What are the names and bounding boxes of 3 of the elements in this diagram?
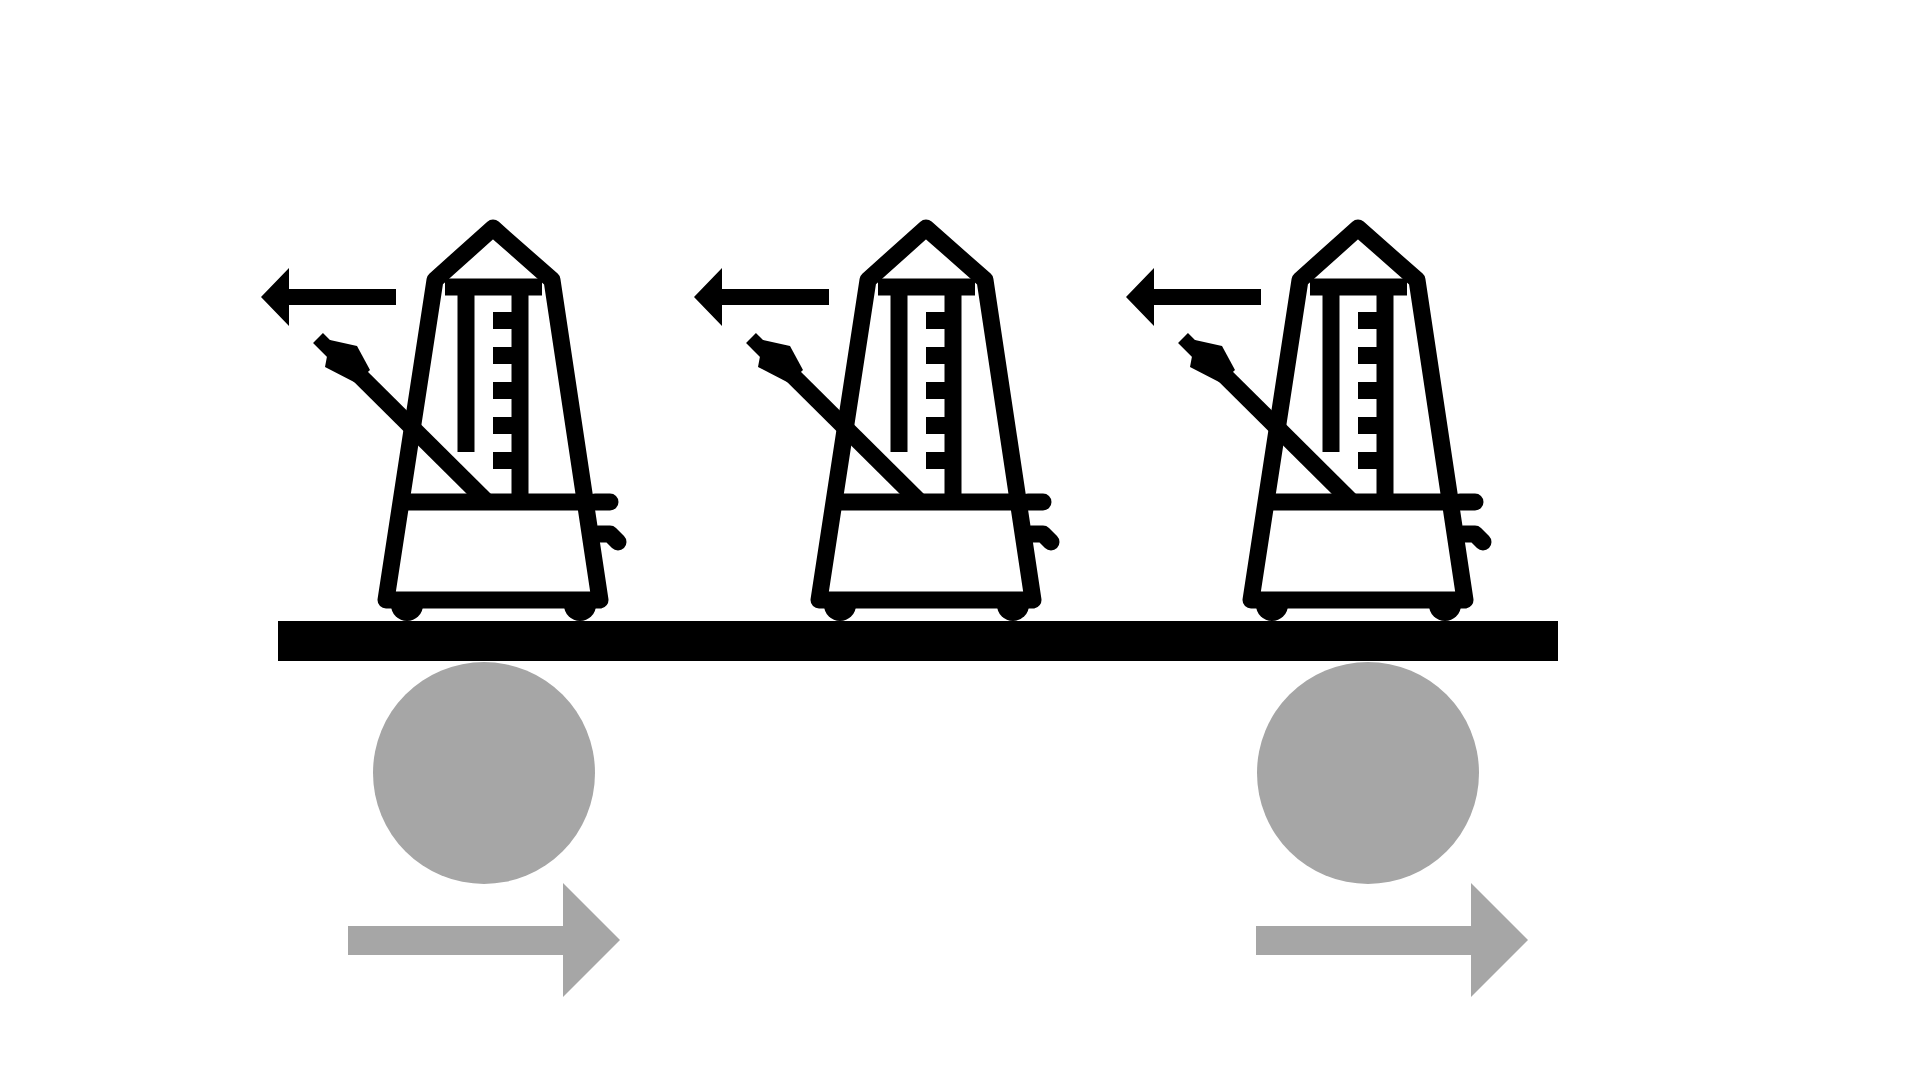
- roller: [1257, 662, 1479, 884]
- board: [278, 621, 1558, 661]
- roller: [373, 662, 595, 884]
